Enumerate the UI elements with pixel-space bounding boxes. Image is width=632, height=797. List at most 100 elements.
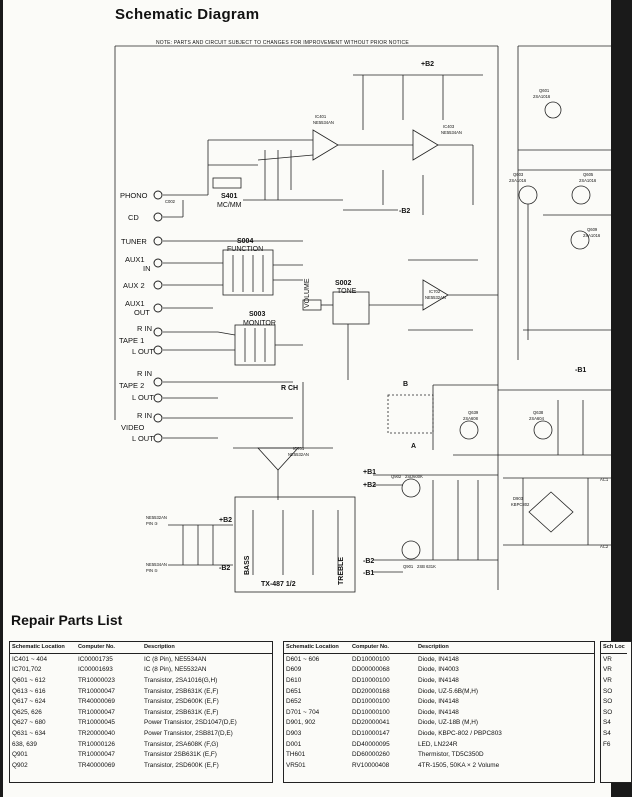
label-s003-sub: MONITOR [243, 320, 276, 327]
parts-table-right: Schematic Location Computer No. Descript… [283, 641, 595, 783]
label-s002-sub: TONE [337, 288, 357, 295]
label-tape2-lout: L OUT [132, 393, 154, 402]
label-b2-mid: -B2 [399, 208, 410, 215]
label-tx487: TX-487 1/2 [261, 581, 296, 588]
table-row: F6 [601, 739, 627, 750]
label-q609: Q609 [587, 227, 598, 232]
label-tape1: TAPE 1 [119, 336, 144, 345]
label-q638-sub: 2SA604 [529, 416, 545, 421]
label-ic403: IC403 [443, 124, 455, 129]
label-q609-sub: 2SA1016 [583, 233, 601, 238]
label-aux1-in-a: AUX1 [125, 255, 145, 264]
label-ic701-sub: NE5532AN [288, 452, 309, 457]
table-row: S4 [601, 718, 627, 729]
col-header-description: Description [416, 642, 594, 654]
label-b1-left: +B1 [363, 469, 376, 476]
label-aux1-in-b: IN [143, 264, 151, 273]
cell-computer-no: DD00000068 [352, 666, 390, 674]
schematic-diagram: PHONO CD TUNER AUX1 IN AUX 2 AUX1 OUT R … [114, 45, 611, 593]
cell-computer-no: DD10000100 [352, 655, 390, 663]
cell-description: Transistor, 2SB631K (E,F) [144, 708, 219, 716]
label-q902: Q902 [391, 474, 402, 479]
jack-tape1-out [153, 345, 163, 355]
table-row: Q617 ~ 624 TR40000069 Transistor, 2SD600K … [10, 696, 272, 707]
cell-location: D701 ~ 704 [286, 708, 320, 716]
label-ac2: AC2 [600, 544, 609, 549]
table-row: SO [601, 686, 627, 697]
label-phono: PHONO [120, 191, 148, 200]
label-pin-b-a: NE5532AN [146, 515, 167, 520]
label-sw-a: A [411, 443, 416, 450]
label-b2-left: +B2 [363, 482, 376, 489]
label-aux1-out-b: OUT [134, 308, 150, 317]
cell-description: Power Transistor, 2SD1047(D,E) [144, 719, 237, 727]
label-tape2: TAPE 2 [119, 381, 144, 390]
schematic-note: NOTE: PARTS AND CIRCUIT SUBJECT TO CHANG… [156, 40, 409, 46]
cell-description: Transistor, 2SB631K (E,F) [144, 687, 219, 695]
label-s401-sub: MC/MM [217, 202, 242, 209]
table-row: VR [601, 675, 627, 686]
label-b1-bottom: -B1 [363, 570, 374, 577]
label-tape1-rin: R IN [137, 324, 152, 333]
label-q605-sub: 2SA1016 [579, 178, 597, 183]
label-cd: CD [128, 213, 139, 222]
label-q603: Q603 [513, 172, 524, 177]
label-s003: S003 [249, 311, 265, 318]
label-q901-sub: 2SB 631K [417, 564, 436, 569]
cell-computer-no: RV10000408 [352, 761, 390, 769]
cell-location: VR501 [286, 761, 306, 769]
col-header-location: Schematic Location [10, 642, 76, 654]
cell-computer-no: TR40000069 [78, 698, 115, 706]
jack-cd [153, 212, 163, 222]
cell-location: D652 [286, 698, 302, 706]
label-d903: D903 [513, 496, 524, 501]
label-q603-sub: 2SA1016 [509, 178, 527, 183]
jack-aux1-out [153, 303, 163, 313]
cell-description: Transistor, 2SA1016(G,H) [144, 676, 218, 684]
col-header-computer-no: Computer No. [350, 642, 416, 654]
cell-location: TH601 [286, 751, 306, 759]
cell-description: Transistor, 2SD600K (E,F) [144, 698, 219, 706]
label-tuner: TUNER [121, 237, 147, 246]
cell-description: Diode, IN4148 [418, 676, 459, 684]
label-tape1-lout: L OUT [132, 347, 154, 356]
label-ac1: AC1 [600, 477, 609, 482]
label-c002: C002 [165, 199, 176, 204]
cell-location: D609 [286, 666, 302, 674]
label-q639: Q639 [468, 410, 479, 415]
label-d903-sub: KBPC802 [511, 502, 530, 507]
label-q601: Q601 [539, 88, 550, 93]
cell-description: IC (8 Pin), NE5532AN [144, 666, 207, 674]
cell-location: Q625, 626 [12, 708, 42, 716]
label-b2-bottom: -B2 [363, 558, 374, 565]
cell-description: Transistor, 2SD600K (E,F) [144, 761, 219, 769]
jack-video-in [153, 413, 163, 423]
label-b2-ic-top: +B2 [219, 517, 232, 524]
cell-location: Q617 ~ 624 [12, 698, 46, 706]
cell-location: F6 [603, 740, 611, 748]
cell-computer-no: TR10000047 [78, 751, 115, 759]
jack-tuner [153, 236, 163, 246]
cell-location: IC701,702 [12, 666, 42, 674]
cell-location: S4 [603, 719, 611, 727]
cell-computer-no: TR20000040 [78, 729, 115, 737]
cell-computer-no: DD40000095 [352, 740, 390, 748]
cell-location: Q902 [12, 761, 28, 769]
label-treble: TREBLE [338, 557, 345, 585]
cell-location: D901, 902 [286, 719, 316, 727]
col-header-location: Schematic Location [284, 642, 350, 654]
cell-location: 638, 639 [12, 740, 37, 748]
cell-computer-no: DD20000041 [352, 719, 390, 727]
cell-location: SO [603, 708, 613, 716]
label-q605: Q605 [583, 172, 594, 177]
